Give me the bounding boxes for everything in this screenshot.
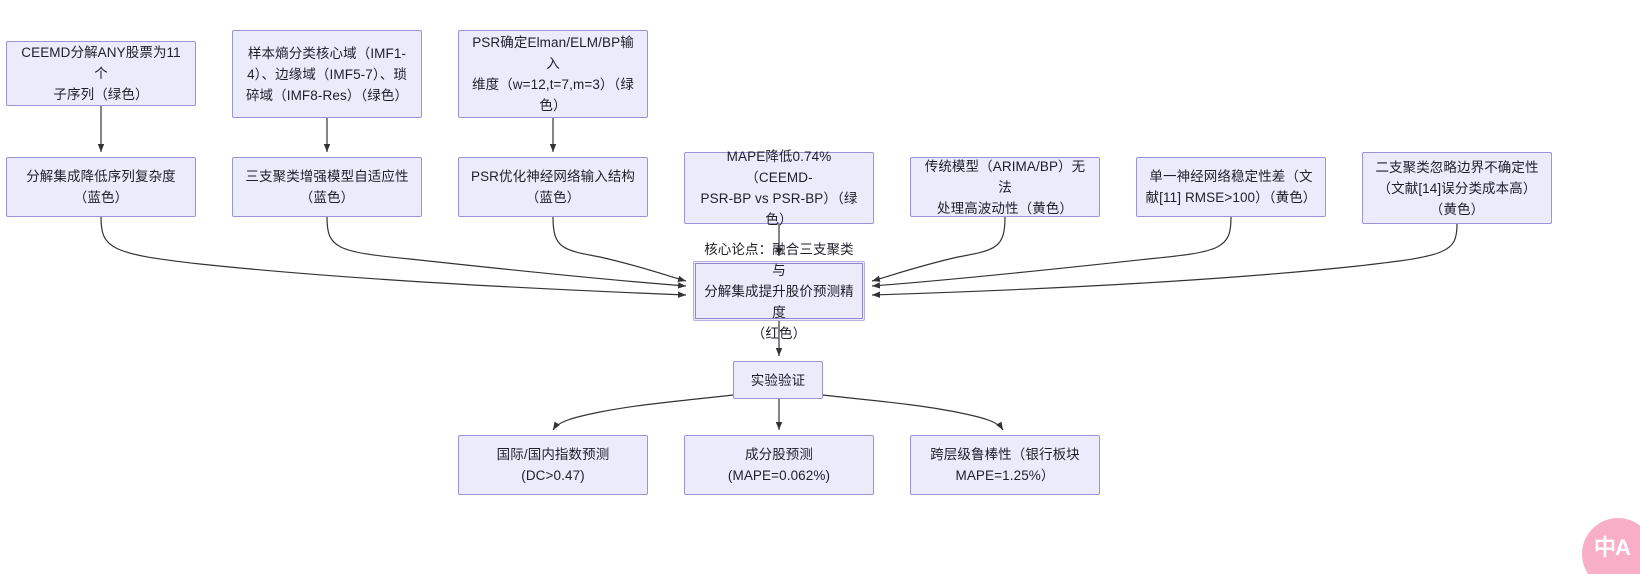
- node-traditional-model[interactable]: 传统模型（ARIMA/BP）无法 处理高波动性（黄色）: [910, 157, 1100, 217]
- edge-experiment-to-robust: [822, 394, 1004, 431]
- node-index-forecast[interactable]: 国际/国内指数预测 (DC>0.47): [458, 435, 648, 495]
- node-core-thesis[interactable]: 核心论点：融合三支聚类与 分解集成提升股价预测精度 （红色）: [693, 242, 865, 341]
- edge-twoway-to-core: [871, 223, 1458, 298]
- node-constituent-forecast[interactable]: 成分股预测 (MAPE=0.062%): [684, 435, 874, 495]
- edge-singlenn-to-core: [871, 216, 1232, 289]
- node-label: MAPE降低0.74%（CEEMD- PSR-BP vs PSR-BP）（绿 色…: [700, 149, 858, 227]
- edge-experiment-to-index: [552, 394, 734, 431]
- node-label: 样本熵分类核心域（IMF1- 4）、边缘域（IMF5-7）、琐 碎域（IMF8-…: [245, 45, 409, 103]
- node-label: 成分股预测 (MAPE=0.062%): [727, 447, 831, 483]
- node-single-nn-unstable[interactable]: 单一神经网络稳定性差（文 献[11] RMSE>100）（黄色）: [1136, 157, 1326, 217]
- node-label: 国际/国内指数预测 (DC>0.47): [496, 447, 610, 483]
- watermark-badge: 中A: [1582, 518, 1640, 574]
- node-label: 三支聚类增强模型自适应性 （蓝色）: [245, 169, 409, 205]
- node-label: 二支聚类忽略边界不确定性 （文献[14]误分类成本高） （黄色）: [1375, 159, 1539, 217]
- node-label: PSR确定Elman/ELM/BP输入 维度（w=12,t=7,m=3）（绿 色…: [472, 35, 634, 113]
- node-mape-drop[interactable]: MAPE降低0.74%（CEEMD- PSR-BP vs PSR-BP）（绿 色…: [684, 149, 874, 227]
- node-two-way-cluster[interactable]: 二支聚类忽略边界不确定性 （文献[14]误分类成本高） （黄色）: [1362, 152, 1552, 224]
- node-reduce-complexity[interactable]: 分解集成降低序列复杂度 （蓝色）: [6, 157, 196, 217]
- edge-complexity-to-core: [100, 216, 687, 298]
- edge-traditional-to-core: [871, 216, 1006, 282]
- edge-adaptive-to-core: [326, 216, 687, 289]
- node-cross-level-robust[interactable]: 跨层级鲁棒性（银行板块 MAPE=1.25%）: [910, 435, 1100, 495]
- edge-optimize-to-core: [552, 216, 687, 282]
- node-label: 实验验证: [750, 372, 806, 388]
- node-label: 单一神经网络稳定性差（文 献[11] RMSE>100）（黄色）: [1145, 169, 1317, 205]
- node-label: PSR优化神经网络输入结构 （蓝色）: [470, 169, 636, 205]
- node-label: CEEMD分解ANY股票为11个 子序列（绿色）: [21, 45, 181, 102]
- node-three-way-adaptive[interactable]: 三支聚类增强模型自适应性 （蓝色）: [232, 157, 422, 217]
- node-sample-entropy[interactable]: 样本熵分类核心域（IMF1- 4）、边缘域（IMF5-7）、琐 碎域（IMF8-…: [232, 30, 422, 118]
- node-psr-optimize[interactable]: PSR优化神经网络输入结构 （蓝色）: [458, 157, 648, 217]
- node-psr-input-dim[interactable]: PSR确定Elman/ELM/BP输入 维度（w=12,t=7,m=3）（绿 色…: [458, 30, 648, 118]
- node-label: 跨层级鲁棒性（银行板块 MAPE=1.25%）: [930, 447, 1080, 483]
- node-label: 分解集成降低序列复杂度 （蓝色）: [26, 169, 176, 205]
- node-label: 传统模型（ARIMA/BP）无法 处理高波动性（黄色）: [924, 158, 1086, 216]
- node-experiment-validation[interactable]: 实验验证: [733, 361, 823, 399]
- node-ceemd-decompose[interactable]: CEEMD分解ANY股票为11个 子序列（绿色）: [6, 41, 196, 106]
- watermark-text: 中A: [1594, 535, 1631, 560]
- node-label: 核心论点：融合三支聚类与 分解集成提升股价预测精度 （红色）: [704, 241, 854, 341]
